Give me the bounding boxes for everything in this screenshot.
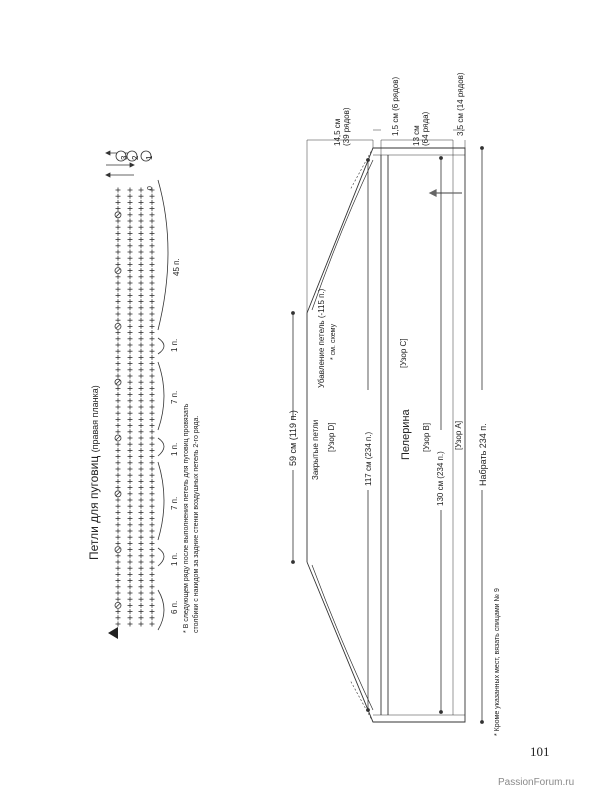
count-forty-five: 45 п.	[172, 258, 181, 276]
height-mid-rows: (64 ряда)	[421, 111, 430, 146]
pattern-a-label: [Узор A]	[454, 420, 463, 450]
dimension-lines	[291, 129, 484, 724]
direction-arrow	[428, 189, 462, 197]
picot-stroke	[115, 603, 121, 608]
picot-stitch-icon	[114, 434, 122, 442]
count-one-b: 1 п.	[170, 442, 179, 456]
row-number-3: 3	[120, 155, 129, 160]
mid-stitches-label: 117 см (234 п.)	[364, 431, 373, 486]
bottom-width-label: 130 см (234 п.)	[436, 451, 445, 506]
watermark: PassionForum.ru	[498, 777, 575, 788]
picot-stitch-icon	[114, 322, 122, 330]
chart-braces	[157, 179, 169, 631]
pattern-c-label: [Узор C]	[399, 338, 408, 368]
picot-stitch-icon	[114, 602, 122, 609]
count-one-c: 1 п.	[170, 338, 179, 352]
picot-stitch-icon	[114, 211, 122, 219]
band-bottom-label: 3,5 см (14 рядов)	[456, 72, 465, 136]
picot-stitch-icon	[114, 267, 122, 275]
decrease-label: Убавление петель (-115 п.)	[317, 288, 326, 388]
picot-stroke	[115, 379, 121, 385]
picot-stroke	[115, 547, 121, 552]
bind-off-label: Закрытые петли	[311, 419, 320, 480]
page-number: 101	[530, 744, 550, 759]
pattern-b-label: [Узор B]	[422, 422, 431, 452]
pelerine-schematic	[306, 147, 466, 723]
pattern-d-label: [Узор D]	[327, 422, 336, 452]
height-top-label: 14,5 см	[333, 118, 342, 146]
picot-stitch-icon	[114, 546, 122, 553]
row-number-2: 2	[131, 155, 140, 160]
count-seven-a: 7 п.	[170, 496, 179, 510]
start-triangle-icon	[108, 627, 118, 639]
chart-note-line1: * В следующем ряду после выполнения пете…	[183, 403, 190, 633]
count-one-a: 1 п.	[170, 552, 179, 566]
picot-stroke	[115, 268, 121, 273]
chart-title: Петли для пуговиц (правая планка)	[87, 385, 101, 560]
needles-note: * Кроме указанных мест, вязать спицами №…	[494, 588, 501, 736]
height-top-rows: (39 рядов)	[342, 107, 351, 146]
height-mid-label: 13 см	[412, 125, 421, 146]
count-six: 6 п.	[170, 600, 179, 614]
cast-on-label: Набрать 234 п.	[478, 423, 488, 486]
picot-stitch-icon	[114, 378, 122, 386]
row-number-1: 1	[145, 155, 154, 160]
pelerine-label: Пелерина	[400, 409, 412, 460]
band-top-label: 1,5 см (6 рядов)	[391, 76, 400, 136]
chart-note-line2: столбики с накидом за задние стенки возд…	[193, 415, 200, 633]
picot-stitch-icon	[114, 490, 122, 498]
picot-stroke	[115, 212, 121, 218]
picot-stroke	[115, 435, 121, 441]
decrease-note: * см. схему	[330, 323, 337, 360]
top-width-label: 59 см (119 п.)	[288, 410, 298, 466]
stitch-chart	[114, 187, 155, 627]
row-arrows	[105, 150, 152, 178]
row-zero: 0	[147, 186, 154, 190]
picot-stroke	[115, 491, 121, 497]
count-seven-b: 7 п.	[170, 390, 179, 404]
picot-stroke	[115, 324, 121, 329]
